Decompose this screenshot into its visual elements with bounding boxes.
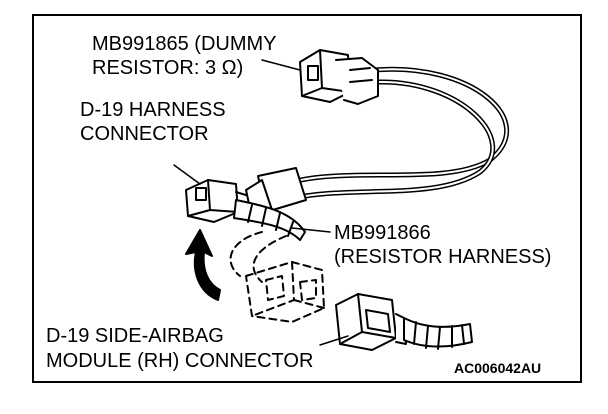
airbag-connector-label-line2: MODULE (RH) CONNECTOR xyxy=(46,350,314,372)
figure-frame xyxy=(32,14,582,383)
harness-connector-label-line1: D-19 HARNESS xyxy=(80,99,226,121)
dummy-resistor-label-line1: MB991865 (DUMMY xyxy=(92,33,277,55)
dummy-resistor xyxy=(299,49,379,105)
disconnected-connector-outline xyxy=(229,231,325,323)
airbag-harness-tube xyxy=(403,317,473,350)
side-airbag-connector xyxy=(335,293,407,351)
resistor-harness-cable-lower xyxy=(269,79,496,208)
resistor-harness-label-line1: MB991866 xyxy=(334,222,431,244)
harness-connector xyxy=(185,179,263,223)
dummy-resistor-label-line2: RESISTOR: 3 Ω) xyxy=(92,57,244,79)
harness-connector-label-line2: CONNECTOR xyxy=(80,123,209,145)
airbag-connector-label-line1: D-19 SIDE-AIRBAG xyxy=(46,325,224,347)
resistor-harness-label-line2: (RESISTOR HARNESS) xyxy=(334,246,552,268)
figure-code: AC006042AU xyxy=(454,360,542,376)
curved-up-arrow-icon xyxy=(185,229,221,301)
harness-tube xyxy=(233,199,306,241)
